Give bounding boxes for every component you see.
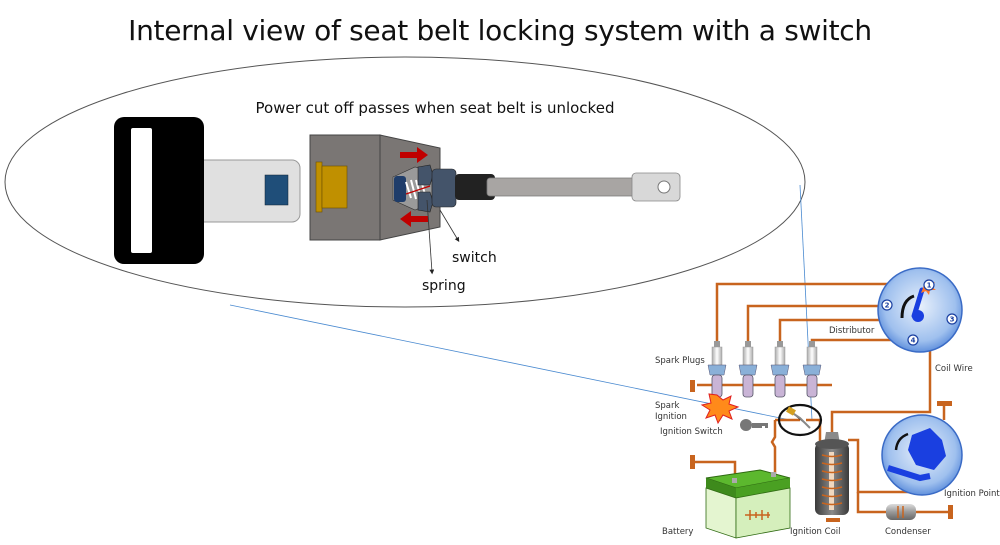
- switch: [431, 168, 457, 208]
- arrow-left-icon: [400, 211, 428, 227]
- ignition-points: [881, 414, 963, 496]
- condenser-label: Condenser: [885, 527, 931, 537]
- distributor: [877, 267, 963, 353]
- distributor-label: Distributor: [829, 326, 875, 336]
- spark-plug: [738, 341, 758, 398]
- switch-magnifier-circle: [777, 403, 823, 437]
- belt-strap: [455, 172, 681, 202]
- terminal-4: 4: [911, 337, 916, 345]
- spark-burst-icon: [700, 393, 740, 425]
- ignition-points-label: Ignition Points: [944, 489, 1000, 499]
- spring-callout-line: [426, 199, 435, 275]
- switch-callout-line: [439, 209, 460, 243]
- diagram-subtitle: Power cut off passes when seat belt is u…: [255, 99, 615, 117]
- ground-symbols: [690, 380, 953, 522]
- spring: [405, 179, 427, 200]
- ignition-coil: [815, 432, 849, 515]
- ignition-switch: [740, 403, 823, 437]
- diagram-title: Internal view of seat belt locking syste…: [128, 14, 872, 47]
- zoom-line-left: [229, 304, 791, 421]
- coil-wire-label: Coil Wire: [935, 364, 973, 374]
- spark-plug: [802, 341, 822, 398]
- magnification-ellipse: [4, 56, 806, 308]
- buckle-housing: [309, 134, 457, 241]
- belt-tongue: [114, 117, 301, 264]
- battery-label: Battery: [662, 527, 694, 537]
- switch-label: switch: [452, 250, 497, 266]
- condenser: [886, 504, 916, 520]
- spark-plug: [707, 341, 727, 398]
- spark-ignition-label: Spark Ignition: [655, 401, 687, 422]
- key-icon: [740, 419, 768, 431]
- spark-plugs-label: Spark Plugs: [655, 356, 705, 366]
- spark-plugs: [700, 341, 822, 425]
- spring-label: spring: [422, 278, 466, 294]
- ignition-switch-label: Ignition Switch: [660, 427, 723, 437]
- terminal-2: 2: [885, 302, 890, 310]
- ignition-coil-label: Ignition Coil: [790, 527, 841, 537]
- terminal-3: 3: [950, 316, 955, 324]
- arrow-right-icon: [400, 147, 428, 163]
- spark-plug: [770, 341, 790, 398]
- terminal-1: 1: [927, 282, 932, 290]
- battery: [705, 469, 791, 539]
- distributor-terminals: 1 2 3 4: [881, 279, 958, 346]
